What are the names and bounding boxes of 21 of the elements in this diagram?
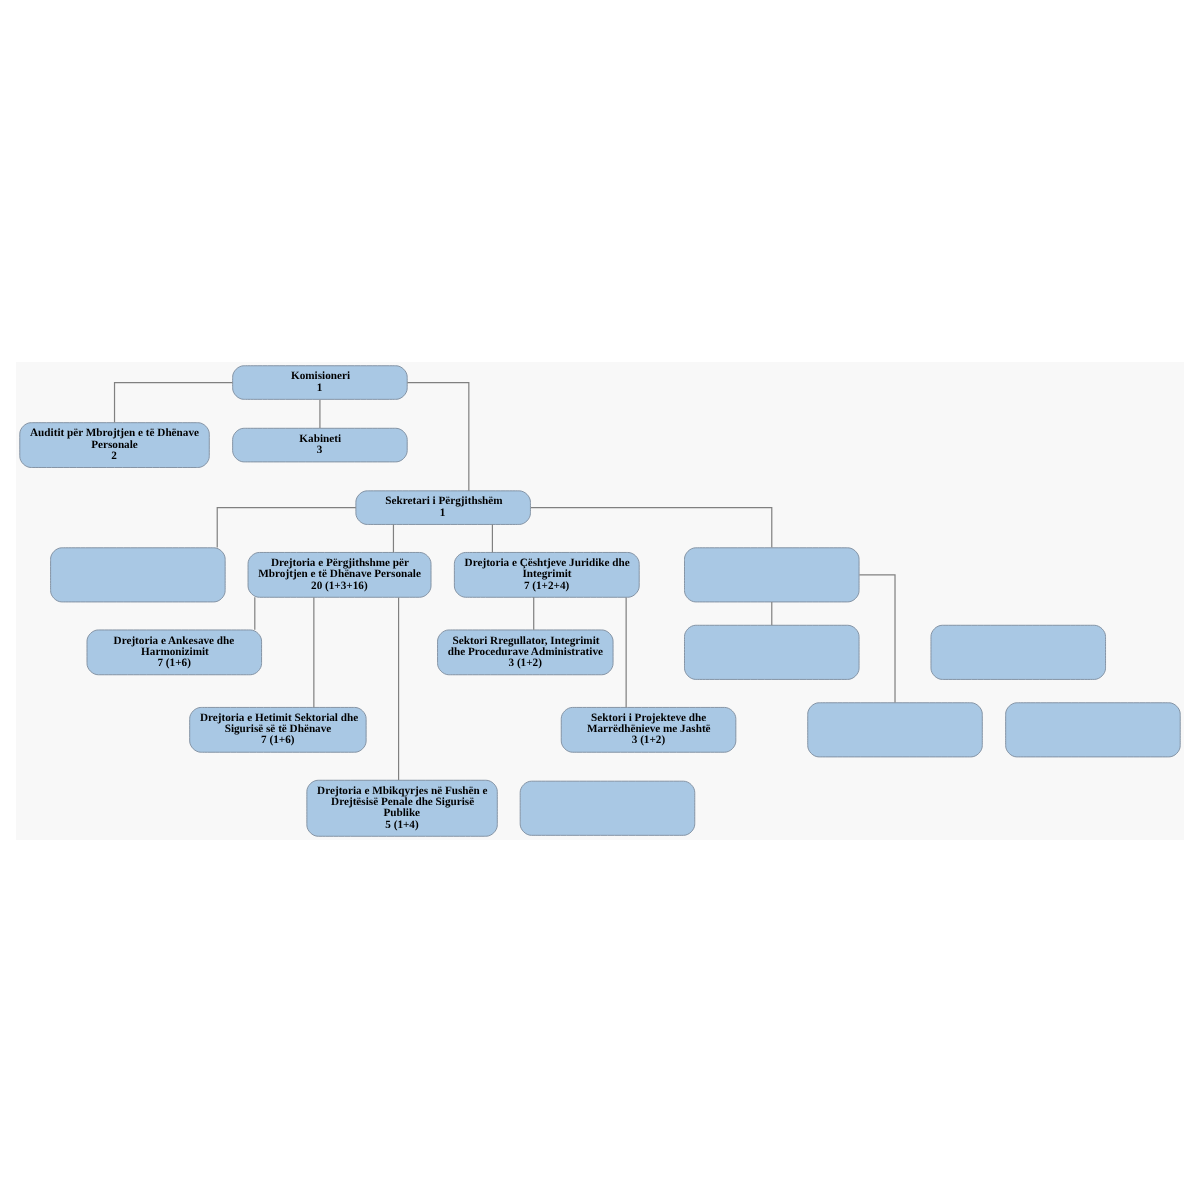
connector [313,595,315,707]
connector [392,523,395,552]
node-box [807,701,983,757]
connector [771,600,773,625]
node-box [519,779,696,835]
node-box [684,623,860,679]
connector [530,506,773,548]
connector [319,398,321,428]
connector [113,380,234,423]
node-box [930,623,1106,679]
connector [254,595,256,630]
connector [406,380,470,491]
node-box [684,546,860,602]
connector [533,595,535,630]
connector [491,523,493,552]
node-box [1005,701,1181,757]
connector [625,595,627,707]
connector [397,596,400,780]
connector [858,573,896,703]
connector [216,506,357,548]
node-box [50,546,226,602]
